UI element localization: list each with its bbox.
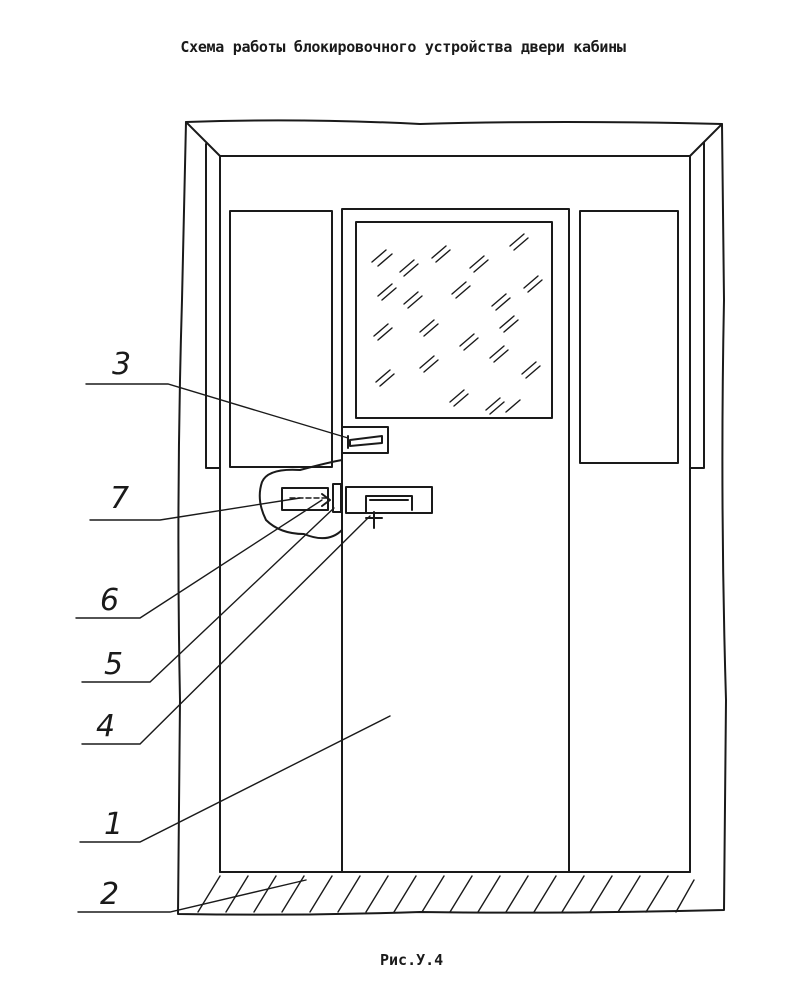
lock-stop [332, 483, 342, 513]
diagram-title: Схема работы блокировочного устройства д… [180, 38, 626, 56]
callout-3: 3 [112, 347, 131, 382]
upper-latch-bolt [347, 435, 383, 449]
callout-1: 1 [104, 807, 123, 842]
upper-latch-plate [341, 426, 389, 454]
glass-hatching [371, 233, 543, 415]
handle-mark [365, 511, 383, 529]
outer-frame [177, 119, 727, 916]
handle-plate [345, 486, 433, 514]
frame-corner-lines [185, 121, 723, 469]
figure-caption: Рис.У.4 [380, 951, 444, 969]
callout-4: 4 [96, 709, 115, 744]
left-side-panel [229, 210, 333, 468]
cutaway-outline [258, 459, 343, 540]
door-handle [365, 495, 413, 513]
lock-pin [321, 493, 331, 507]
callout-2: 2 [100, 877, 119, 912]
leader-lines [75, 383, 391, 913]
door-leaf [341, 208, 570, 873]
callout-6: 6 [100, 583, 119, 618]
callout-7: 7 [110, 481, 129, 516]
lock-bolt-body [281, 487, 329, 511]
callout-5: 5 [104, 647, 123, 682]
door-window [355, 221, 553, 419]
door-opening [219, 155, 691, 873]
floor-hatching [197, 875, 695, 913]
right-side-panel [579, 210, 679, 464]
